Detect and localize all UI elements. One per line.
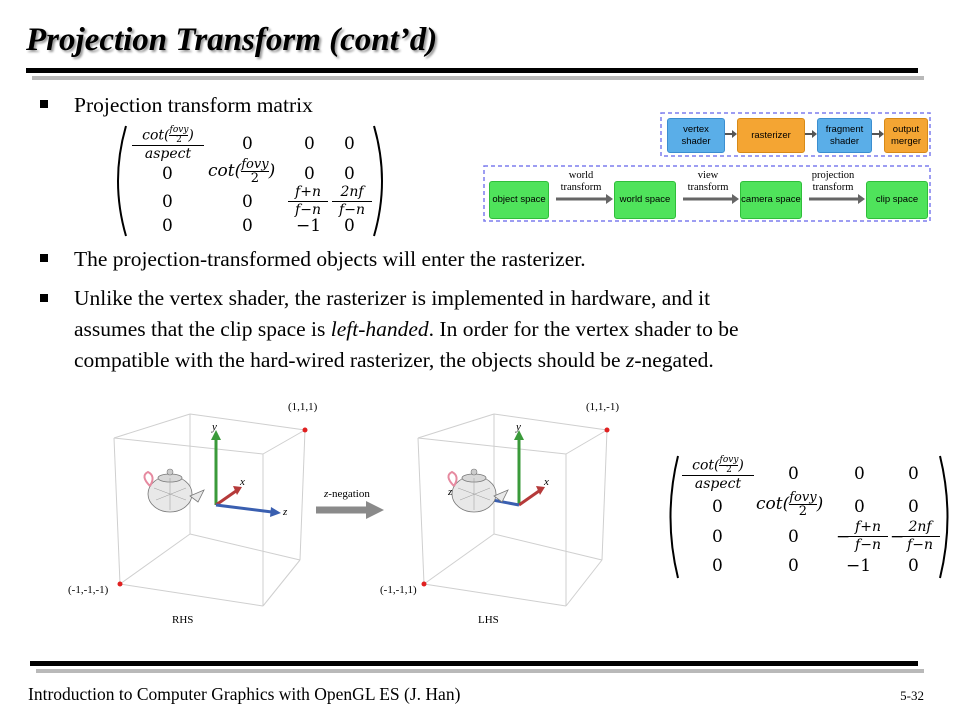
- teapot-lhs: [447, 468, 509, 513]
- slide-title: Projection Transform (cont’d): [26, 22, 438, 58]
- m2-r3c3-sign: −: [836, 527, 851, 547]
- teapot-rhs: [143, 468, 205, 513]
- m1-r2c3: 0: [304, 164, 315, 184]
- bullet-hardware-line3: compatible with the hard-wired rasterize…: [74, 348, 714, 372]
- bullet-rasterizer-entry: The projection-transformed objects will …: [74, 247, 586, 271]
- footer-course: Introduction to Computer Graphics with O…: [28, 684, 461, 704]
- footer-rule-shadow: [36, 669, 924, 673]
- object-space-box: object space: [489, 181, 549, 219]
- rhs-label: RHS: [172, 614, 194, 626]
- m2-r4c2: 0: [788, 556, 799, 576]
- m1-r4c4: 0: [344, 216, 355, 236]
- page-number: 5-32: [900, 688, 924, 703]
- m2-r2c3: 0: [854, 497, 865, 517]
- view-transform-label: view transform: [687, 170, 729, 193]
- lhs-corner-top-label: (1,1,-1): [586, 401, 619, 413]
- title-rule: [26, 68, 918, 73]
- footer-rule: [30, 661, 918, 666]
- m2-r4c4: 0: [908, 556, 919, 576]
- z-negation-label: z-negation: [324, 488, 370, 500]
- m1-r4c2: 0: [242, 216, 253, 236]
- m1-r1c3: 0: [304, 134, 315, 154]
- rhs-axis-z-label: z: [283, 506, 288, 518]
- lhs-axis-x-label: x: [544, 476, 549, 488]
- rasterizer-box: rasterizer: [737, 118, 805, 153]
- clip-space-box: clip space: [866, 181, 928, 219]
- output-merger-box: output merger: [884, 118, 928, 153]
- bullet-hardware-line2: assumes that the clip space is left-hand…: [74, 317, 739, 341]
- bullet-marker: [40, 100, 48, 108]
- lhs-corner-bottom-label: (-1,-1,1): [380, 584, 417, 596]
- bullet-marker: [40, 254, 48, 262]
- m2-r2c1: 0: [712, 497, 723, 517]
- m2-r1c2: 0: [788, 464, 799, 484]
- rhs-corner-top-label: (1,1,1): [288, 401, 318, 413]
- m1-r4c3: −1: [296, 216, 322, 236]
- m1-r4c1: 0: [162, 216, 173, 236]
- world-space-box: world space: [614, 181, 676, 219]
- lhs-label: LHS: [478, 614, 499, 626]
- m2-r4c1: 0: [712, 556, 723, 576]
- m2-r2c4: 0: [908, 497, 919, 517]
- camera-space-box: camera space: [740, 181, 802, 219]
- m2-r4c3: −1: [846, 556, 872, 576]
- m1-r1c2: 0: [242, 134, 253, 154]
- m2-r1c4: 0: [908, 464, 919, 484]
- world-transform-label: world transform: [560, 170, 602, 193]
- rhs-axis-y-label: y: [212, 421, 217, 433]
- vertex-shader-box: vertex shader: [667, 118, 725, 153]
- matrix2-brackets: [669, 455, 949, 579]
- title-rule-shadow: [32, 76, 924, 80]
- m1-r3c1: 0: [162, 192, 173, 212]
- m1-r2c4: 0: [344, 164, 355, 184]
- m1-r3c2: 0: [242, 192, 253, 212]
- m2-r3c2: 0: [788, 527, 799, 547]
- bullet-marker: [40, 294, 48, 302]
- m2-r3c4-sign: −: [890, 527, 905, 547]
- m2-r1c3: 0: [854, 464, 865, 484]
- rhs-corner-bottom-label: (-1,-1,-1): [68, 584, 109, 596]
- rhs-axis-x-label: x: [240, 476, 245, 488]
- m1-r2c1: 0: [162, 164, 173, 184]
- m1-r1c4: 0: [344, 134, 355, 154]
- fragment-shader-box: fragment shader: [817, 118, 872, 153]
- bullet-hardware-line1: Unlike the vertex shader, the rasterizer…: [74, 286, 711, 310]
- projection-transform-label: projection transform: [811, 170, 855, 193]
- m2-r3c1: 0: [712, 527, 723, 547]
- lhs-axis-z-label: z: [448, 486, 453, 498]
- bullet-projection-matrix: Projection transform matrix: [74, 93, 313, 117]
- matrix-brackets: [117, 125, 383, 237]
- lhs-axis-y-label: y: [516, 421, 521, 433]
